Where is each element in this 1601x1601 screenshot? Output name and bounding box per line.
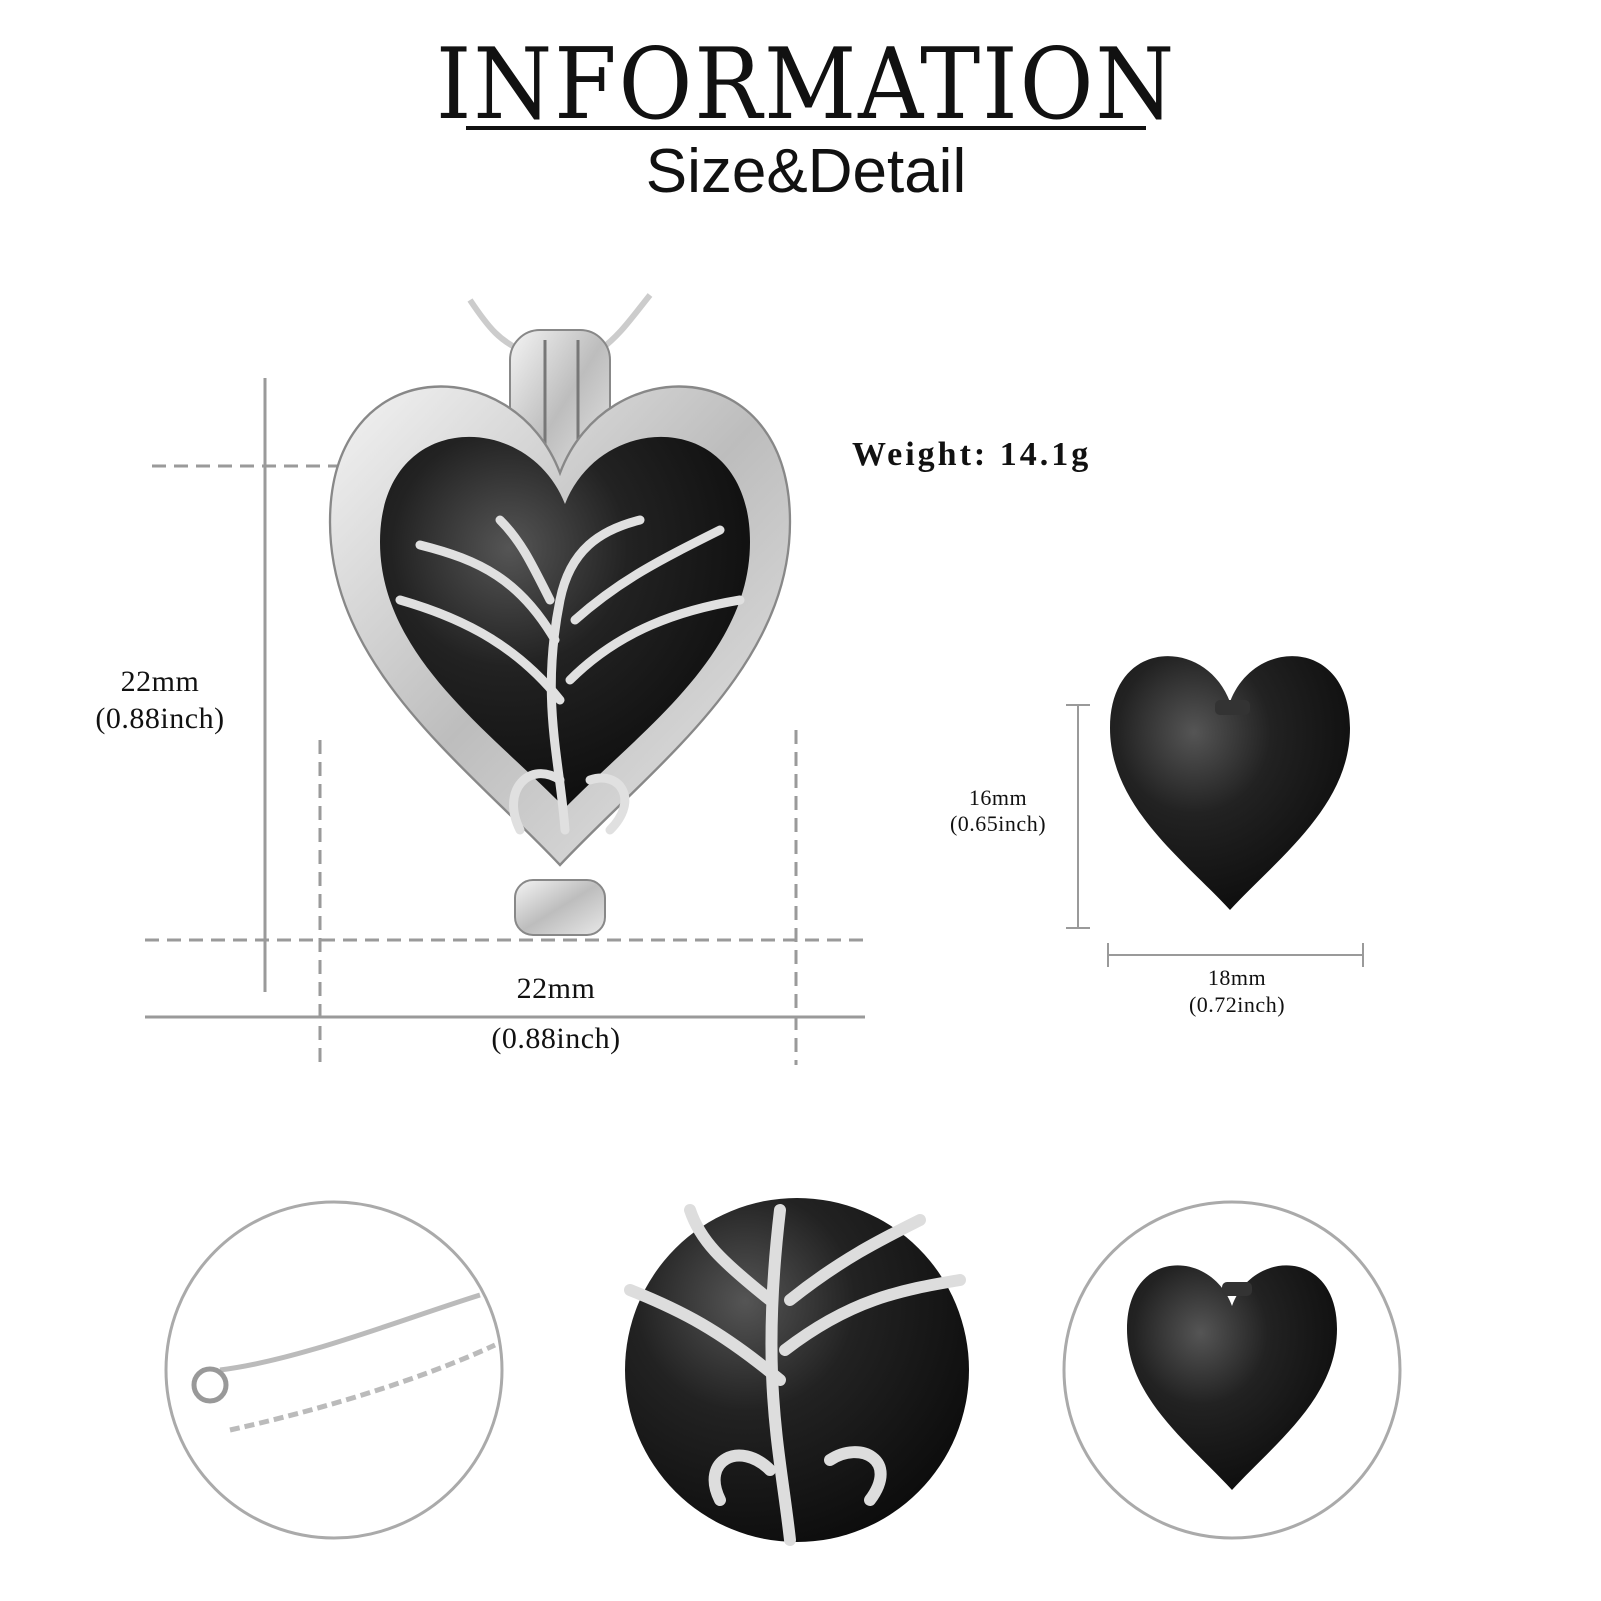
page-title: INFORMATION xyxy=(435,28,1177,142)
weight-label: Weight: 14.1g xyxy=(852,436,1092,473)
pendant-height-inch: (0.88inch) xyxy=(95,702,225,735)
pendant-width-inch: (0.88inch) xyxy=(491,1022,621,1055)
insert-width-inch: (0.72inch) xyxy=(1188,992,1286,1017)
insert-width-mm: 18mm xyxy=(1207,965,1267,990)
insert-height-mm: 16mm xyxy=(968,785,1028,810)
insert-height-inch: (0.65inch) xyxy=(949,811,1047,836)
detail-heart-circle xyxy=(1062,1200,1402,1540)
title-underline xyxy=(466,126,1146,130)
detail-chain-circle xyxy=(164,1200,504,1540)
detail-tree-circle xyxy=(624,1198,969,1546)
heart-locket-pendant xyxy=(328,293,792,936)
dimension-guides xyxy=(145,378,1364,1065)
pendant-height-mm: 22mm xyxy=(120,665,200,698)
pendant-width-mm: 22mm xyxy=(516,972,596,1005)
page-subtitle: Size&Detail xyxy=(645,137,967,206)
black-heart-insert xyxy=(1110,656,1350,910)
